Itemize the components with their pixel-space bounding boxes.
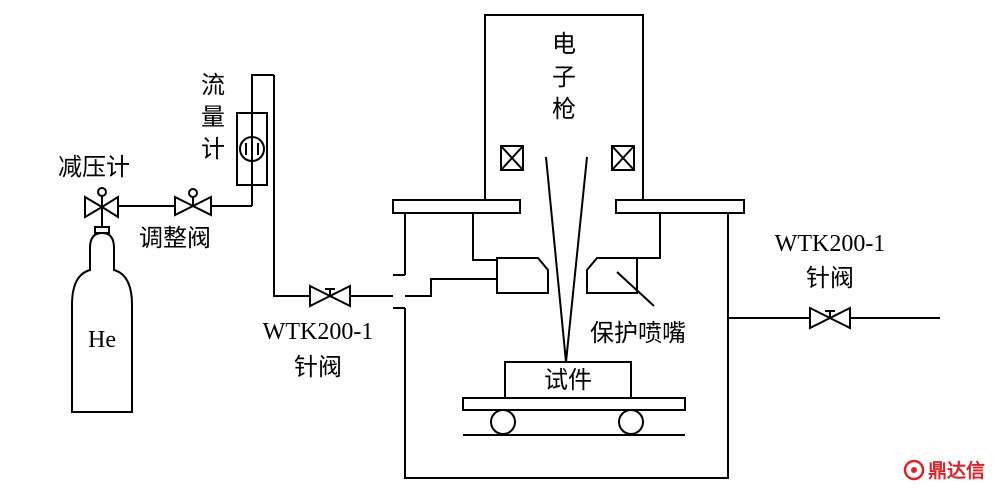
pressure-reducer-valve <box>84 187 119 227</box>
table-wheel-left <box>490 409 516 435</box>
gas-cylinder-valve-neck <box>94 226 110 234</box>
vacuum-chamber <box>404 213 729 479</box>
gas-passage <box>405 278 497 297</box>
watermark-logo-icon <box>903 459 925 481</box>
electron-beam <box>545 156 588 363</box>
watermark-text: 鼎达信 <box>928 459 985 482</box>
label-needle-valve-left-name: 针阀 <box>294 353 342 381</box>
label-flowmeter-1: 流 <box>201 71 225 99</box>
flange-right <box>615 199 745 214</box>
nozzle-support-left <box>472 213 497 261</box>
electron-gun-body <box>484 14 644 200</box>
label-electron-gun-2: 子 <box>552 63 576 91</box>
regulating-valve <box>174 188 212 217</box>
gun-coil-left <box>500 145 524 171</box>
watermark: 鼎达信 <box>903 459 985 482</box>
label-needle-valve-right-model: WTK200-1 <box>775 231 886 257</box>
label-needle-valve-left-model: WTK200-1 <box>263 319 374 345</box>
label-nozzle: 保护喷嘴 <box>590 319 686 347</box>
flange-left <box>392 199 521 214</box>
label-flowmeter-3: 计 <box>201 135 225 163</box>
gun-coil-right <box>611 145 635 171</box>
needle-valve-right <box>809 306 851 330</box>
label-flowmeter-2: 量 <box>201 103 225 131</box>
nozzle-leader-line <box>616 271 655 307</box>
label-electron-gun-1: 电 <box>552 30 576 58</box>
worktable <box>462 397 686 411</box>
gas-cylinder-body <box>71 231 133 413</box>
flowmeter-float <box>239 136 265 162</box>
protective-nozzle-left <box>496 257 549 294</box>
label-gas-cylinder: He <box>88 327 116 353</box>
label-needle-valve-right-name: 针阀 <box>806 264 854 292</box>
label-specimen: 试件 <box>544 366 592 394</box>
needle-valve-left <box>309 284 351 308</box>
flowmeter-tube <box>251 74 274 206</box>
table-wheel-right <box>618 409 644 435</box>
nozzle-support-right <box>637 213 661 259</box>
label-pressure-reducer: 减压计 <box>58 153 130 181</box>
feed-line-riser <box>273 75 310 297</box>
label-electron-gun-3: 枪 <box>552 95 576 123</box>
protective-nozzle-right <box>586 257 638 294</box>
label-regulating-valve: 调整阀 <box>139 224 211 252</box>
flowmeter-body <box>236 112 268 186</box>
